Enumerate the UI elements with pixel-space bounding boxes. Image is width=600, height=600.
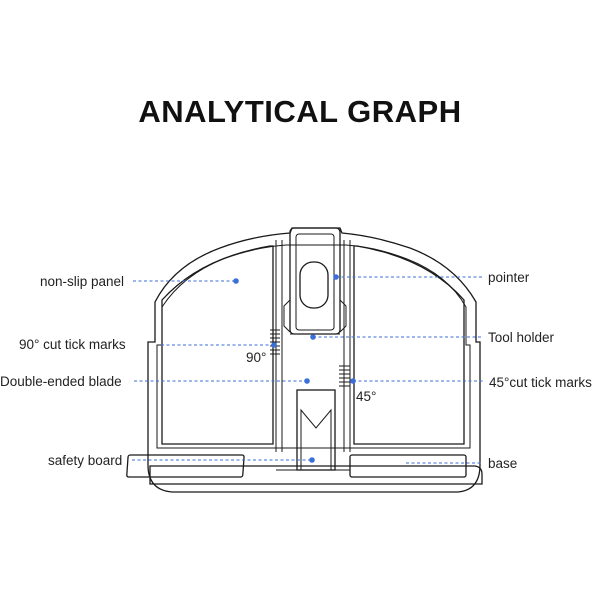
marker-pointer [333,274,339,280]
right-panel [353,245,465,445]
double-ended-blade [296,389,336,471]
label-cut-45: 45°cut tick marks [489,375,592,390]
marker-cut-90 [271,342,277,348]
marker-non-slip-panel [233,278,239,284]
base [149,465,483,485]
marker-safety-board [309,457,315,463]
tool-holder [283,227,347,335]
label-double-blade: Double-ended blade [0,374,122,389]
label-tool-holder: Tool holder [488,330,555,345]
safety-board-left [126,454,245,478]
page-title: ANALYTICAL GRAPH [138,94,462,129]
label-safety-board: safety board [48,453,122,468]
angle-label-45: 45° [356,389,376,404]
label-non-slip-panel: non-slip panel [40,274,124,289]
marker-double-blade [304,378,310,384]
tick-marks-90 [270,329,280,355]
safety-board-right [349,454,467,478]
label-pointer: pointer [488,270,530,285]
marker-tool-holder [310,334,316,340]
center-channel [275,240,351,452]
left-panel [161,245,274,445]
tick-marks-45 [339,365,350,387]
device-body [147,227,481,493]
pointer-slot [299,261,329,309]
angle-label-90: 90° [246,350,266,365]
label-cut-90: 90° cut tick marks [19,337,126,352]
marker-cut-45 [350,378,356,384]
label-base: base [488,456,517,471]
